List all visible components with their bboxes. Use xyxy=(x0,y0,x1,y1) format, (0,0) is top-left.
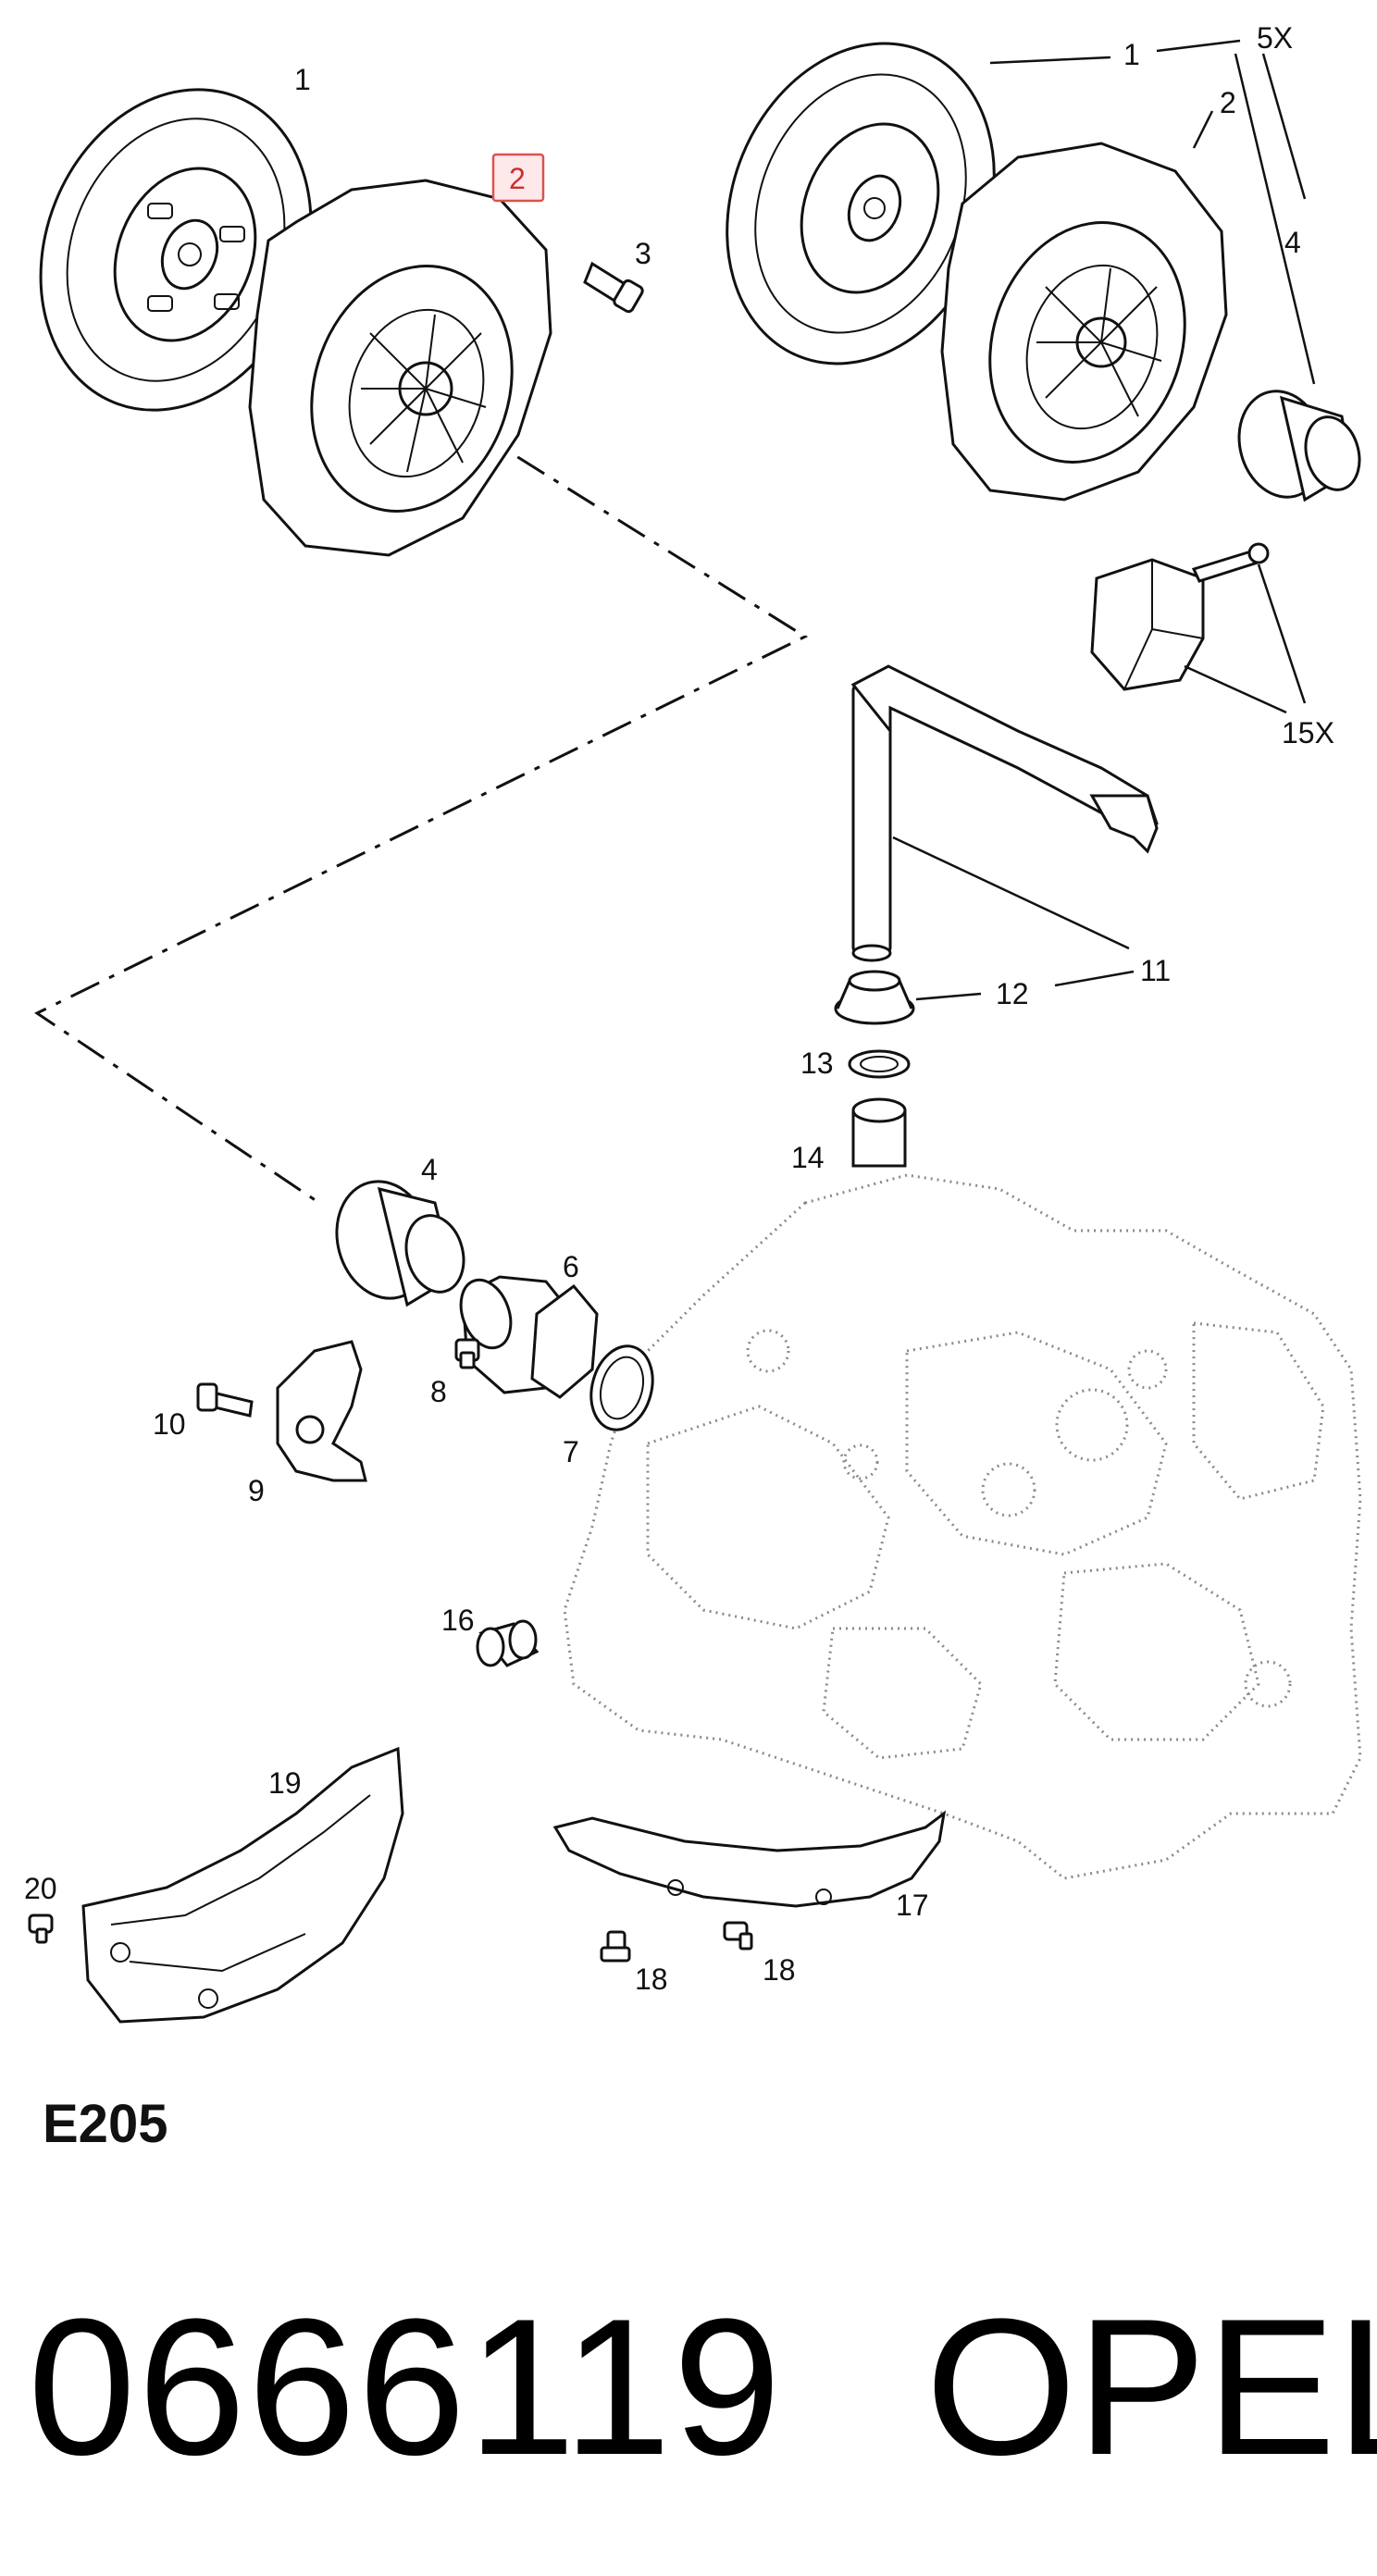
callout-6: 6 xyxy=(563,1250,579,1283)
callout-labels: 1 2 3 1 5X 2 4 15X 11 12 13 14 4 6 8 7 1… xyxy=(24,21,1334,1996)
callout-2-highlighted: 2 xyxy=(509,162,526,195)
clutch-disc-part xyxy=(39,88,313,412)
callout-19: 19 xyxy=(268,1766,302,1800)
bush-16-part xyxy=(476,1619,540,1667)
callout-4b: 4 xyxy=(421,1153,438,1186)
clutch-kit-release-bearing-part xyxy=(1237,390,1361,502)
diagram-code-label: E205 xyxy=(43,2094,168,2154)
callout-4a: 4 xyxy=(1284,226,1301,259)
callout-18b: 18 xyxy=(763,1953,796,1987)
callout-17: 17 xyxy=(896,1889,929,1922)
highlight-box xyxy=(491,153,545,203)
callout-7: 7 xyxy=(563,1435,579,1468)
pressure-plate-part xyxy=(248,179,552,557)
shaft-ring-13-part xyxy=(848,1049,911,1079)
cover-plate-17-part xyxy=(552,1810,947,1908)
gearbox-housing xyxy=(563,1173,1362,1880)
callout-18a: 18 xyxy=(635,1963,668,1996)
callout-2b: 2 xyxy=(1220,86,1236,119)
shaft-seal-12-part xyxy=(834,970,915,1025)
guide-sleeve-part xyxy=(459,1275,599,1399)
shaft-bush-14-part xyxy=(851,1097,907,1168)
bolt-part xyxy=(583,261,644,314)
part-number: 0666119 xyxy=(28,2278,783,2496)
clutch-kit-disc-part xyxy=(726,42,996,365)
bolt-18b-part xyxy=(723,1921,753,1951)
bolt-20-part xyxy=(28,1913,54,1944)
callout-13: 13 xyxy=(800,1046,834,1080)
callout-3: 3 xyxy=(635,237,651,270)
o-ring-part xyxy=(589,1344,654,1431)
callout-9: 9 xyxy=(248,1474,265,1507)
o-ring-inner xyxy=(599,1356,645,1420)
callout-20: 20 xyxy=(24,1872,57,1905)
callout-12: 12 xyxy=(996,977,1029,1010)
callout-8: 8 xyxy=(430,1375,447,1408)
bolt-8-part xyxy=(454,1338,480,1369)
callout-1b: 1 xyxy=(1123,38,1140,71)
bolt-10-part xyxy=(196,1382,254,1418)
release-bearing-part xyxy=(335,1180,465,1307)
leader-lines xyxy=(892,39,1316,1001)
bolt-18a-part xyxy=(600,1930,631,1963)
callout-1a: 1 xyxy=(294,63,311,96)
clutch-kit-pressure-plate-part xyxy=(940,142,1228,502)
callout-16: 16 xyxy=(441,1604,475,1637)
callout-14: 14 xyxy=(791,1141,825,1174)
cover-plate-19-part xyxy=(81,1746,404,2024)
assembly-dashdot-line xyxy=(34,424,809,1205)
callout-10: 10 xyxy=(153,1407,186,1441)
callout-15x: 15X xyxy=(1282,716,1334,749)
callout-11: 11 xyxy=(1140,954,1171,987)
release-fork-part xyxy=(276,1340,367,1482)
release-shaft-part xyxy=(850,664,1159,962)
brand-name: OPEL xyxy=(925,2278,1377,2496)
bracket-15x-part xyxy=(1090,542,1270,691)
callout-5x: 5X xyxy=(1257,21,1293,55)
